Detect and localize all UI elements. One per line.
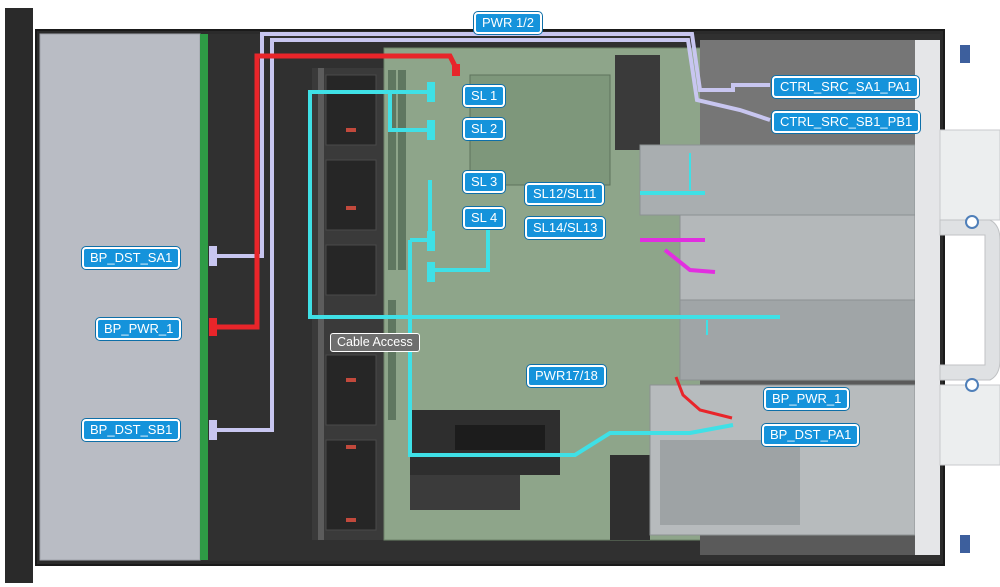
rear-ear-upper xyxy=(939,129,1000,221)
tab-bottom xyxy=(960,535,970,553)
sl3-label: SL 3 xyxy=(463,171,506,193)
psu-inner xyxy=(660,440,800,525)
riser-cage-1 xyxy=(639,144,916,216)
left-rail xyxy=(5,8,33,583)
cable-access-label: Cable Access xyxy=(330,333,420,352)
riser-cage-3 xyxy=(679,299,916,381)
pcie-slot-1-inner xyxy=(455,425,545,450)
fan-divider xyxy=(318,68,324,540)
dimm-slots xyxy=(388,70,406,420)
sl12-sl11-label: SL12/SL11 xyxy=(525,183,605,205)
drive-cage xyxy=(39,33,201,561)
rear-handle xyxy=(939,219,1000,381)
board-bottom-dark xyxy=(610,455,650,540)
pwr-1-2-label: PWR 1/2 xyxy=(474,12,543,34)
bp-dst-sa1-label: BP_DST_SA1 xyxy=(82,247,181,269)
red-psu-cable xyxy=(674,376,733,420)
ctrl-src-sb1-pb1-label: CTRL_SRC_SB1_PB1 xyxy=(772,111,921,133)
pwr17-18-label: PWR17/18 xyxy=(527,365,606,387)
tab-top xyxy=(960,45,970,63)
fan-modules xyxy=(325,74,377,531)
rear-ear-lower xyxy=(939,384,1000,466)
sl4-label: SL 4 xyxy=(463,207,506,229)
connectors xyxy=(209,64,460,440)
screw-upper xyxy=(965,215,979,229)
screw-lower xyxy=(965,378,979,392)
sl2-label: SL 2 xyxy=(463,118,506,140)
fan-connectors xyxy=(346,128,356,522)
lavender-cables xyxy=(213,32,771,432)
sl1-label: SL 1 xyxy=(463,85,506,107)
cyan-cables xyxy=(308,90,780,457)
bp-dst-sb1-label: BP_DST_SB1 xyxy=(82,419,181,441)
magenta-cables xyxy=(640,238,716,274)
bp-pwr-1-left-label: BP_PWR_1 xyxy=(96,318,182,340)
ctrl-src-sa1-pa1-label: CTRL_SRC_SA1_PA1 xyxy=(772,76,920,98)
backplane xyxy=(200,34,208,560)
sl14-sl13-label: SL14/SL13 xyxy=(525,217,606,239)
bp-pwr-1-right-label: BP_PWR_1 xyxy=(764,388,850,410)
bp-dst-pa1-label: BP_DST_PA1 xyxy=(762,424,860,446)
red-cables xyxy=(213,53,460,330)
pcie-slot-2 xyxy=(410,475,520,510)
cyan-riser-connector xyxy=(689,153,708,335)
riser-area-upper xyxy=(615,55,660,150)
